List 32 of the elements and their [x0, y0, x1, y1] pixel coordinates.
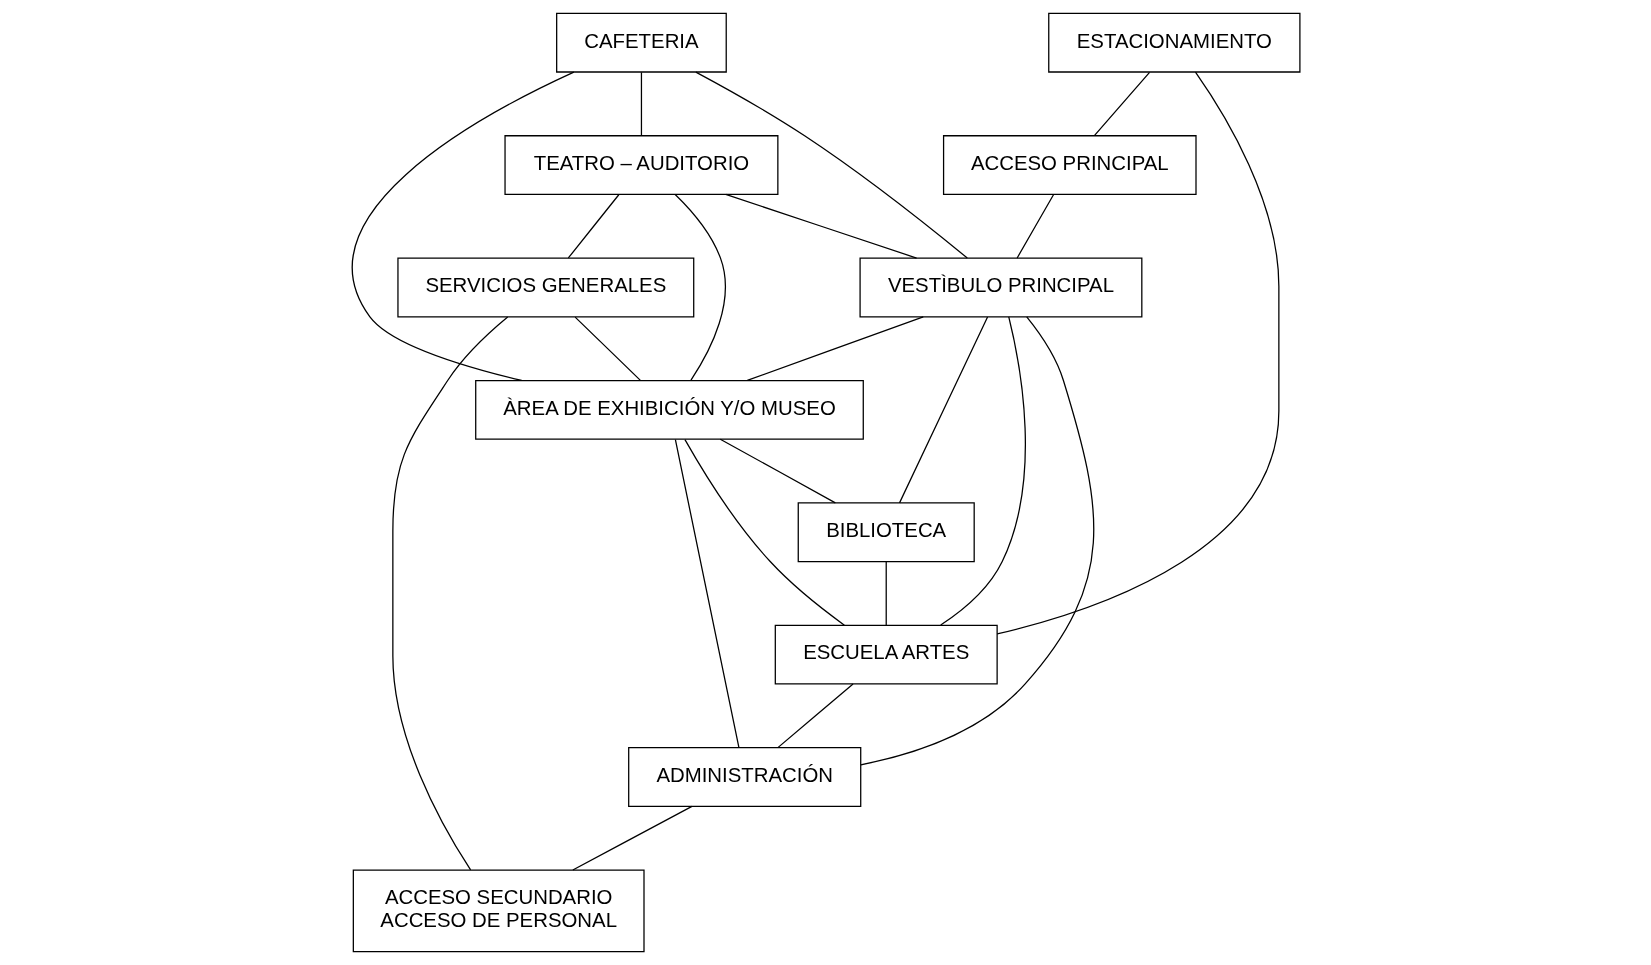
connector — [777, 683, 854, 748]
connector — [898, 316, 988, 504]
connector — [351, 71, 574, 382]
node-box: CAFETERIA — [555, 12, 727, 73]
node-box: ESCUELA ARTES — [774, 624, 998, 685]
connector — [391, 316, 508, 871]
connector — [640, 71, 642, 137]
node-box: TEATRO – AUDITORIO — [503, 135, 778, 196]
node-box: SERVICIOS GENERALES — [396, 257, 694, 318]
connector — [1016, 194, 1054, 259]
connector — [674, 439, 739, 748]
connector — [1093, 71, 1150, 137]
connector — [567, 194, 619, 259]
connector — [683, 438, 845, 626]
node-box: VESTÌBULO PRINCIPAL — [858, 257, 1142, 318]
node-box: ADMINISTRACIÓN — [627, 747, 861, 807]
connector — [885, 561, 887, 626]
node-box: ACCESO SECUNDARIO ACCESO DE PERSONAL — [352, 869, 645, 953]
connector — [996, 71, 1279, 635]
node-box: BIBLIOTECA — [797, 502, 975, 563]
connector — [694, 71, 968, 259]
node-box: ESTACIONAMIENTO — [1047, 12, 1301, 73]
connector — [719, 438, 836, 504]
connector — [674, 193, 726, 381]
node-box: ÀREA DE EXHIBICIÓN Y/O MUSEO — [474, 379, 864, 440]
node-box: ACCESO PRINCIPAL — [942, 135, 1197, 196]
connector — [746, 316, 924, 382]
connector — [571, 805, 693, 871]
connector — [859, 316, 1094, 766]
connector — [574, 316, 641, 381]
connector — [724, 193, 917, 259]
connector — [939, 316, 1026, 626]
